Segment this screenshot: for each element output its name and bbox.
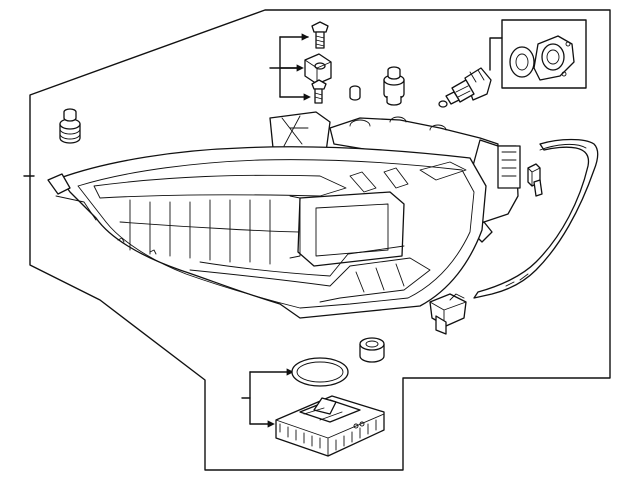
cap-cylinder bbox=[359, 337, 385, 363]
callout-bracket-module bbox=[241, 368, 294, 428]
clip bbox=[527, 163, 543, 197]
bulb-socket bbox=[438, 67, 492, 108]
callout-bracket-bolts bbox=[269, 33, 311, 101]
connector bbox=[429, 293, 467, 335]
o-ring bbox=[291, 357, 349, 387]
adjuster-ring-kit bbox=[489, 19, 587, 89]
cap-grommet bbox=[383, 66, 405, 106]
plug-small bbox=[349, 85, 361, 101]
bolt-upper bbox=[311, 21, 329, 49]
diagram-boundary bbox=[29, 9, 611, 471]
grommet-left bbox=[59, 108, 81, 144]
control-module bbox=[275, 395, 385, 457]
seal-strip bbox=[473, 138, 599, 299]
bracket bbox=[304, 53, 332, 85]
headlamp-assembly bbox=[47, 111, 521, 319]
bolt-lower bbox=[311, 79, 327, 104]
